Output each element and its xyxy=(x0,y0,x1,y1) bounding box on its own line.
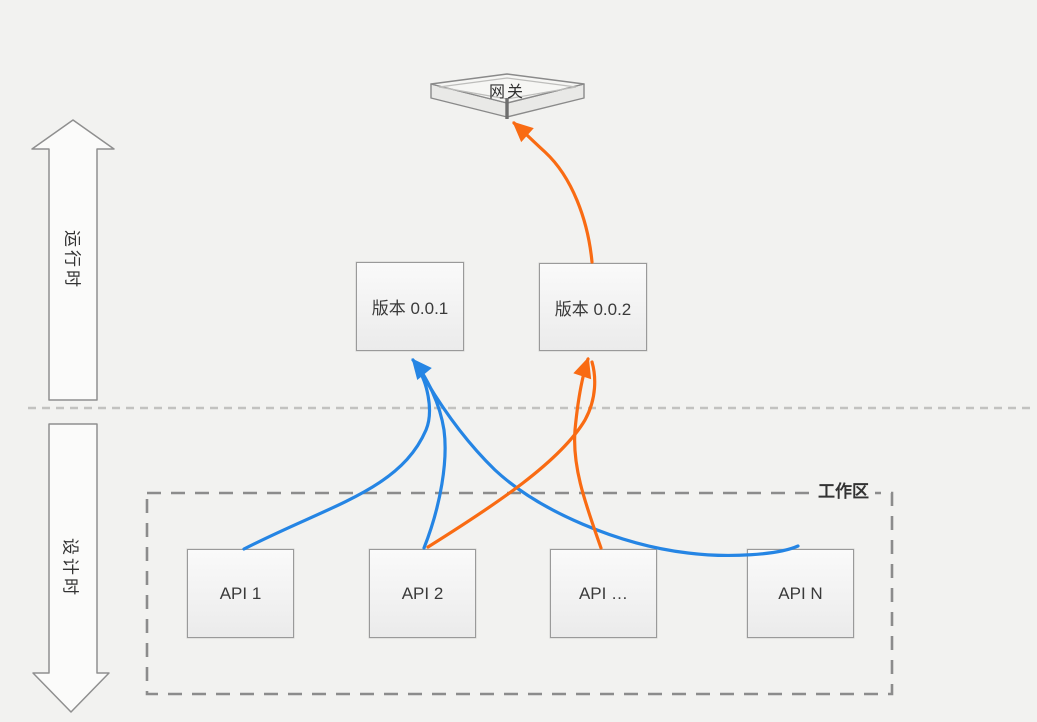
edge-v002-to-gateway xyxy=(512,121,594,264)
node-api-2: API 2 xyxy=(369,549,476,638)
node-label: API … xyxy=(578,583,629,603)
edge-api1-to-v001 xyxy=(242,364,432,551)
design-axis-label: 设计时 xyxy=(60,538,80,598)
node-version-0-0-1: 版本 0.0.1 xyxy=(356,262,464,351)
node-label: API 1 xyxy=(219,583,262,603)
workspace-label: 工作区 xyxy=(812,482,875,502)
node-label: 版本 0.0.1 xyxy=(371,299,449,318)
node-api-1: API 1 xyxy=(187,549,294,638)
gateway-label: 网关 xyxy=(488,84,526,101)
node-api-n: API N xyxy=(747,549,854,638)
node-label: API N xyxy=(778,583,823,603)
node-label: 版本 0.0.2 xyxy=(554,299,632,319)
edge-apiellipsis-to-v002 xyxy=(572,356,603,550)
edge-api2-to-v002 xyxy=(426,360,597,549)
node-label: API 2 xyxy=(401,583,444,603)
edge-api2-to-v001 xyxy=(411,358,447,550)
edge-apin-to-v001 xyxy=(415,363,800,557)
node-version-0-0-2: 版本 0.0.2 xyxy=(539,263,647,351)
node-api-ellipsis: API … xyxy=(550,549,657,638)
runtime-axis-label: 运行时 xyxy=(62,230,82,290)
